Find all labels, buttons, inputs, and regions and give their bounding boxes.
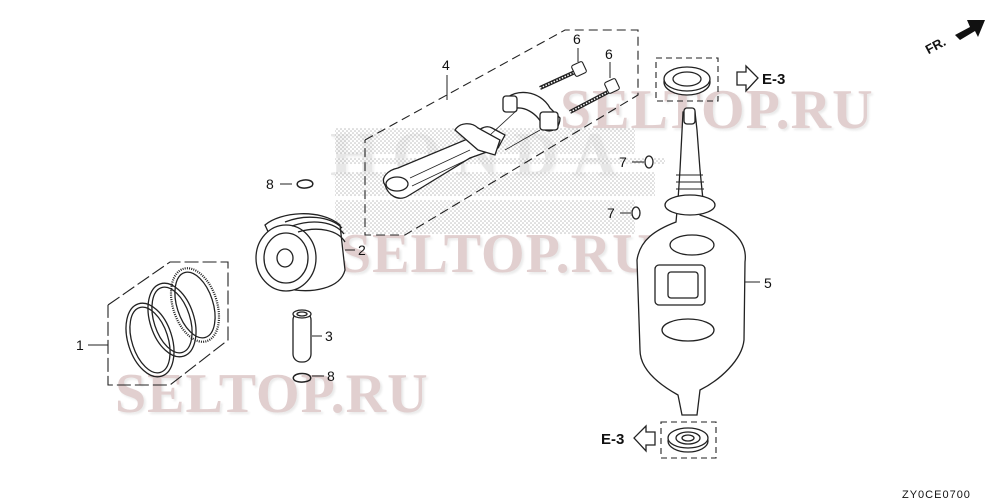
callout-8b[interactable]: 8	[327, 368, 335, 384]
crankshaft	[636, 107, 746, 416]
connecting-rod	[382, 123, 506, 199]
reference-e3-upper[interactable]: E-3	[762, 71, 786, 88]
part-piston-pin[interactable]	[290, 310, 314, 365]
part-lower-oil-seal[interactable]	[661, 422, 716, 458]
part-piston-rings[interactable]	[110, 262, 228, 384]
upper-oil-seal	[663, 66, 711, 96]
callout-4[interactable]: 4	[442, 57, 450, 73]
callout-7b[interactable]: 7	[607, 205, 615, 221]
callout-2[interactable]: 2	[358, 242, 366, 258]
piston-rings	[125, 267, 221, 378]
piston-pin	[292, 309, 312, 363]
connecting-rod-group-box	[364, 29, 639, 236]
part-upper-oil-seal[interactable]	[656, 58, 718, 101]
callout-5[interactable]: 5	[764, 275, 772, 291]
callout-6a[interactable]: 6	[573, 31, 581, 47]
callout-7a[interactable]: 7	[619, 154, 627, 170]
part-piston[interactable]	[255, 210, 347, 295]
rod-bolt-2	[569, 78, 620, 114]
diagram-code: ZY0CE0700	[902, 489, 971, 501]
clip-lower	[292, 372, 312, 383]
arrow-right-reference	[736, 64, 759, 93]
callout-8a[interactable]: 8	[266, 176, 274, 192]
rod-bolt-1	[539, 61, 587, 90]
woodruff-key-upper	[644, 155, 654, 169]
reference-e3-lower[interactable]: E-3	[601, 431, 625, 448]
rod-cap	[502, 91, 561, 132]
clip-upper	[296, 179, 314, 189]
callout-3[interactable]: 3	[325, 328, 333, 344]
callout-1[interactable]: 1	[76, 337, 84, 353]
part-connecting-rod[interactable]	[370, 90, 570, 210]
lower-oil-seal	[667, 427, 709, 453]
arrow-up-right-icon	[955, 20, 985, 40]
part-crankshaft[interactable]	[636, 105, 748, 417]
callout-6b[interactable]: 6	[605, 46, 613, 62]
piston	[255, 213, 346, 292]
piston-ring-group-box	[107, 261, 229, 386]
lower-oil-seal-box	[660, 421, 717, 459]
upper-oil-seal-box	[655, 57, 719, 102]
arrow-left-reference	[633, 424, 656, 453]
woodruff-key-lower	[631, 206, 641, 220]
